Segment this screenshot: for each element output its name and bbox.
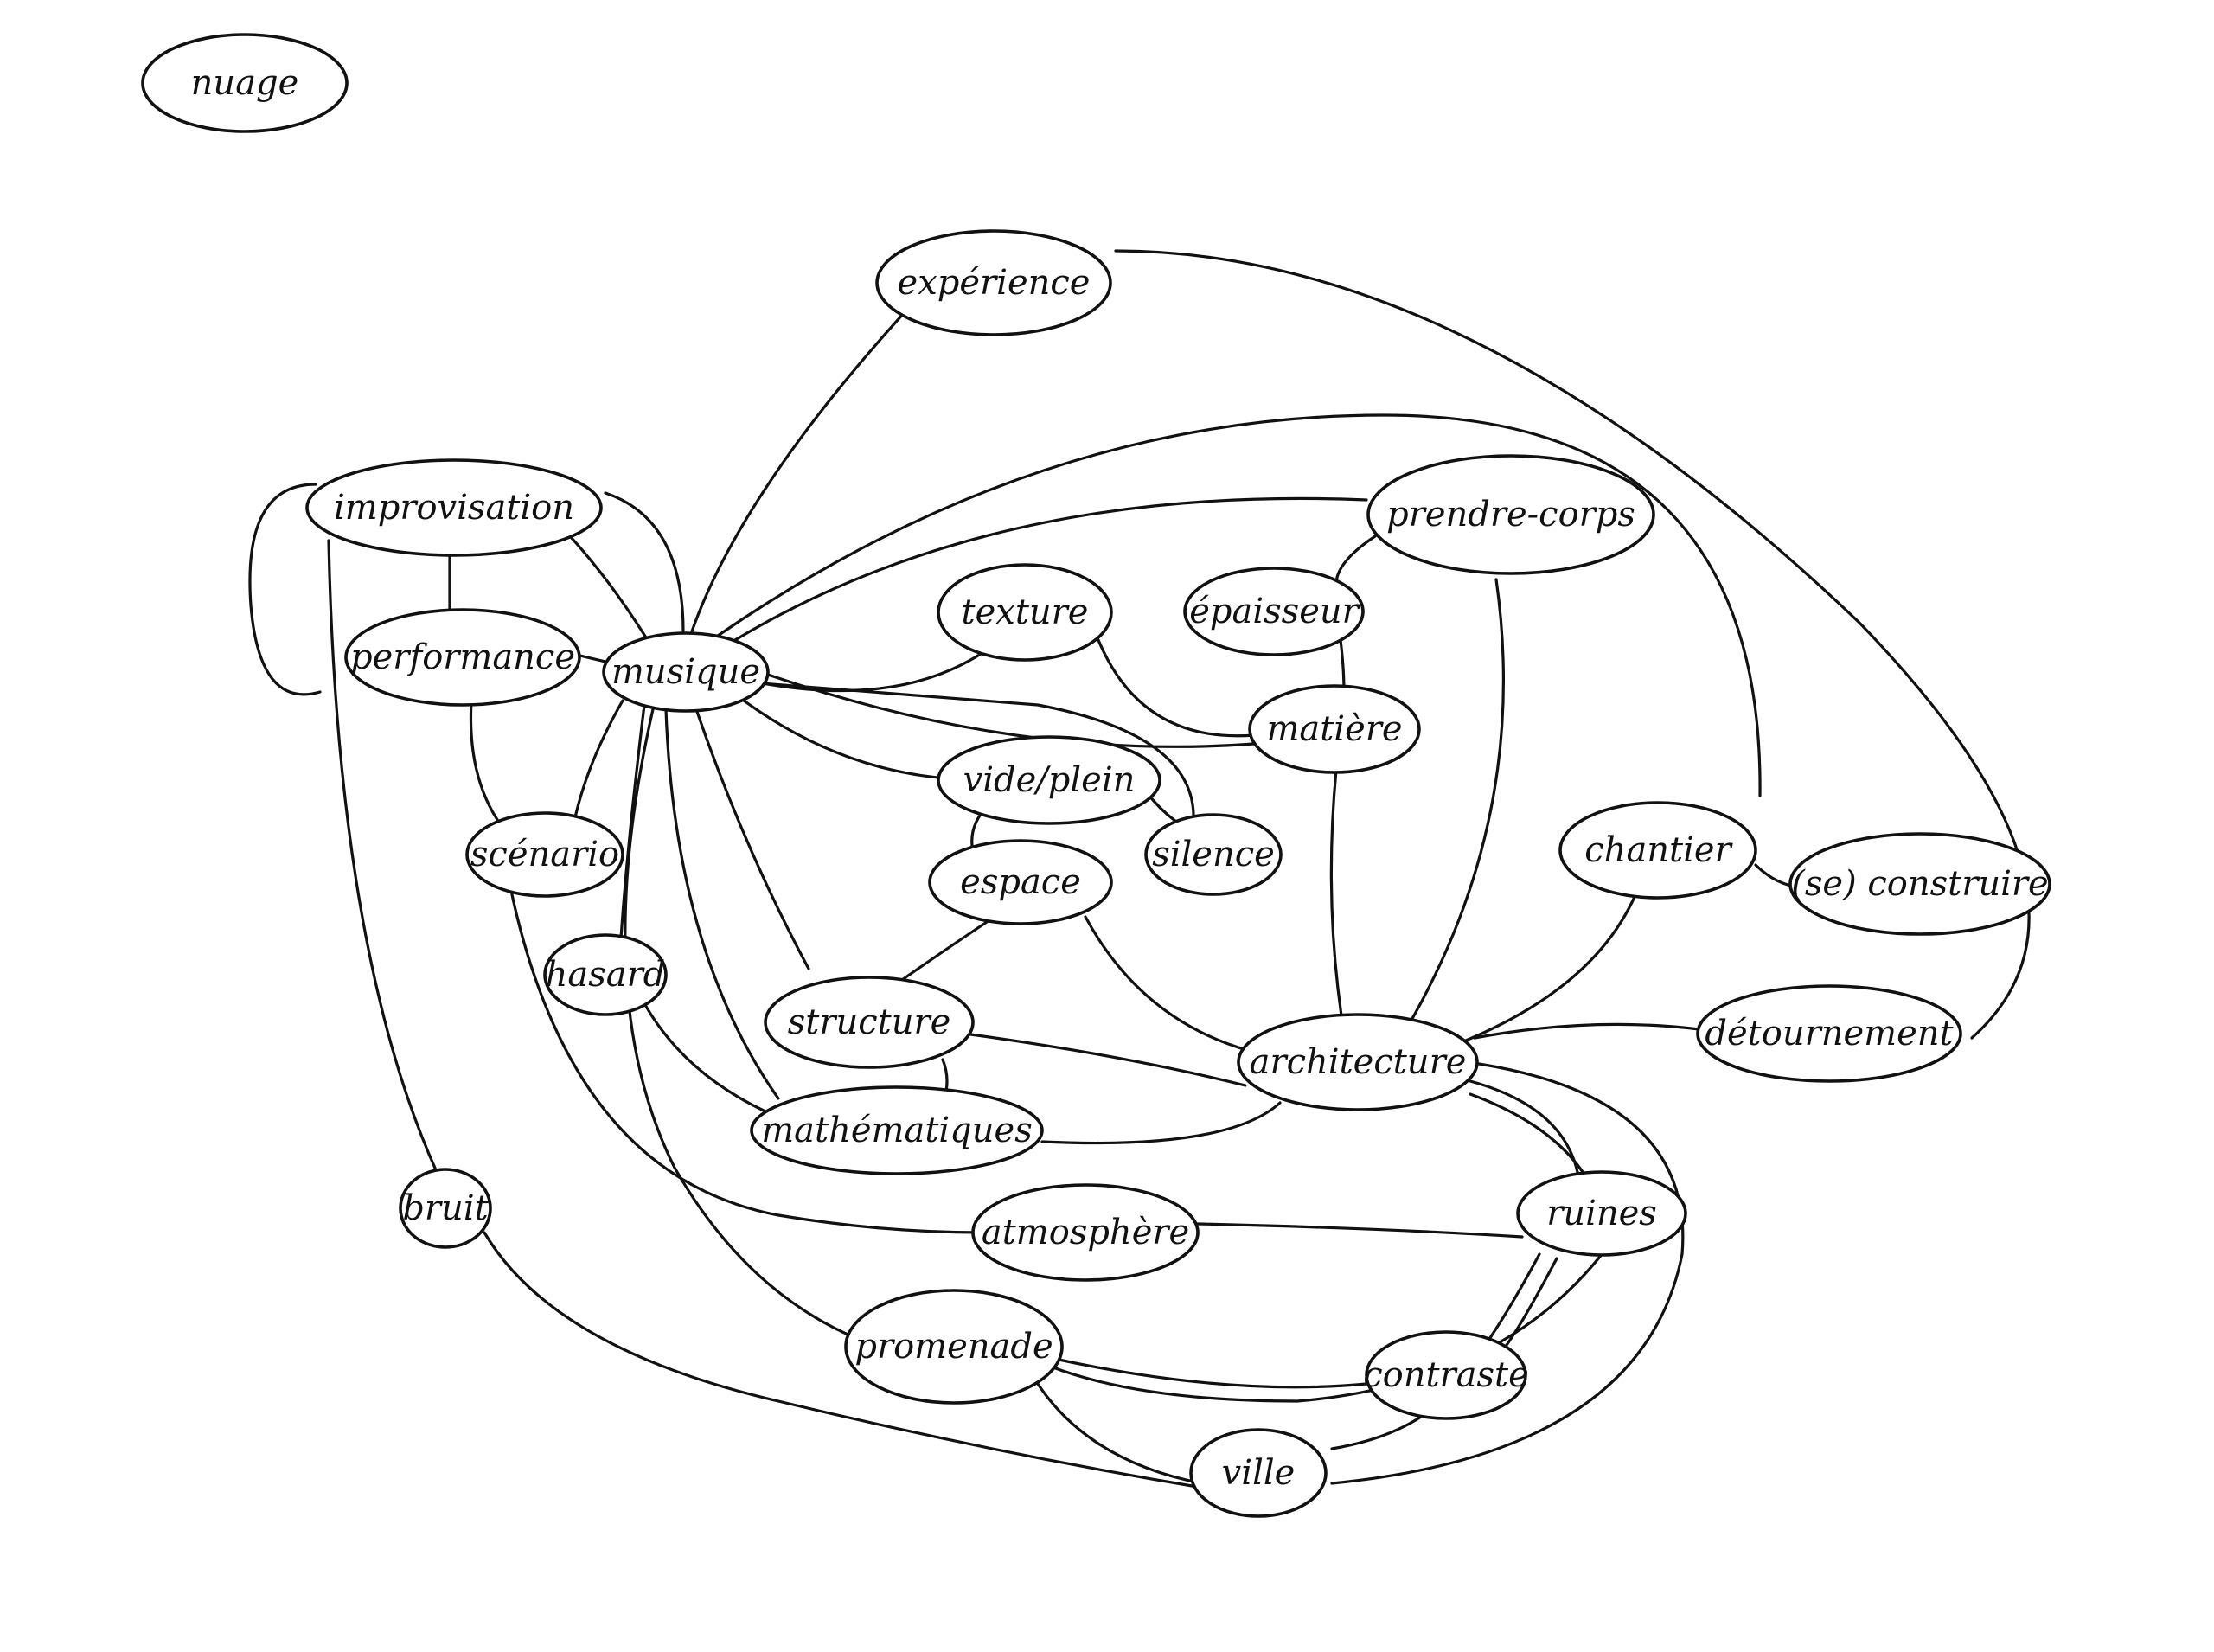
node-promenade[interactable]: promenade xyxy=(844,1289,1064,1405)
node-label-detournement: détournement xyxy=(1705,1014,1954,1053)
node-label-texture: texture xyxy=(962,592,1089,632)
node-label-silence: silence xyxy=(1152,835,1275,874)
node-scenario[interactable]: scénario xyxy=(465,811,624,898)
edge-atmosphere-ruines xyxy=(1196,1222,1524,1239)
edge-matiere-architecture xyxy=(1329,768,1347,1040)
edge-espace-structure xyxy=(898,915,996,983)
node-espace[interactable]: espace xyxy=(928,839,1113,925)
edge-experience-detournement xyxy=(1114,249,2031,1040)
node-detournement[interactable]: détournement xyxy=(1696,984,1962,1083)
node-atmosphere[interactable]: atmosphère xyxy=(971,1183,1200,1282)
node-label-ville: ville xyxy=(1222,1453,1296,1493)
node-bruit[interactable]: bruit xyxy=(399,1168,492,1249)
node-label-experience: expérience xyxy=(898,263,1091,303)
edge-performance-scenario xyxy=(469,699,503,828)
edge-architecture-ruines xyxy=(1469,1079,1580,1178)
node-label-vide-plein: vide/plein xyxy=(963,760,1136,800)
edge-musique-scenario xyxy=(573,699,624,819)
edge-bruit-ville xyxy=(483,1231,1204,1489)
edge-scenario-atmosphere xyxy=(509,885,983,1234)
node-label-structure: structure xyxy=(788,1002,951,1042)
edge-musique-experience xyxy=(690,288,927,633)
node-label-espace: espace xyxy=(960,862,1081,902)
edge-architecture-detournement xyxy=(1473,1022,1701,1040)
node-texture[interactable]: texture xyxy=(937,563,1113,662)
node-label-hasard: hasard xyxy=(546,955,666,995)
node-improvisation[interactable]: improvisation xyxy=(305,458,603,557)
connection-lines xyxy=(248,249,2031,1489)
node-label-contraste: contraste xyxy=(1363,1355,1529,1395)
edge-espace-architecture xyxy=(1084,915,1251,1053)
edge-structure-architecture xyxy=(963,1032,1247,1087)
edge-musique-prendre-corps xyxy=(733,496,1368,642)
node-structure[interactable]: structure xyxy=(764,976,975,1069)
node-nuage[interactable]: nuage xyxy=(141,33,349,133)
edge-chantier-architecture xyxy=(1460,885,1641,1044)
node-label-bruit: bruit xyxy=(402,1188,489,1228)
edge-architecture-ville xyxy=(1330,1062,1685,1485)
node-label-architecture: architecture xyxy=(1250,1042,1467,1082)
edge-epaisseur-prendre-corps xyxy=(1334,535,1377,586)
node-vide-plein[interactable]: vide/plein xyxy=(937,735,1161,825)
edge-musique-promenade xyxy=(624,708,854,1338)
node-contraste[interactable]: contraste xyxy=(1363,1330,1529,1420)
edge-hasard-mathematiques xyxy=(643,1002,767,1113)
node-label-performance: performance xyxy=(350,637,575,677)
node-label-chantier: chantier xyxy=(1584,830,1733,870)
node-matiere[interactable]: matière xyxy=(1248,684,1421,774)
edge-texture-matiere xyxy=(1097,638,1256,738)
node-label-matiere: matière xyxy=(1266,709,1402,749)
edge-silence-arc xyxy=(759,682,1195,823)
node-musique[interactable]: musique xyxy=(602,631,770,713)
node-prendre-corps[interactable]: prendre-corps xyxy=(1366,454,1655,575)
edge-musique-matiere xyxy=(766,673,1256,748)
edge-prendre-corps-architecture xyxy=(1399,578,1506,1040)
node-label-epaisseur: épaisseur xyxy=(1189,592,1360,631)
node-experience[interactable]: expérience xyxy=(875,229,1112,336)
node-label-promenade: promenade xyxy=(854,1327,1053,1367)
edge-musique-structure xyxy=(694,708,810,970)
edge-improvisation-bruit xyxy=(327,539,438,1174)
node-architecture[interactable]: architecture xyxy=(1237,1013,1479,1111)
edge-improvisation-loop xyxy=(248,483,322,696)
edge-musique-chantier xyxy=(716,413,1762,797)
node-hasard[interactable]: hasard xyxy=(543,933,668,1016)
node-label-atmosphere: atmosphère xyxy=(982,1213,1189,1252)
node-label-scenario: scénario xyxy=(470,835,619,874)
node-label-se-construire: (se) construire xyxy=(1791,864,2048,904)
node-label-prendre-corps: prendre-corps xyxy=(1386,495,1635,535)
edge-musique-mathematiques xyxy=(664,708,780,1100)
node-mathematiques[interactable]: mathématiques xyxy=(750,1085,1044,1175)
node-se-construire[interactable]: (se) construire xyxy=(1788,832,2051,936)
edge-promenade-ville xyxy=(1036,1382,1204,1485)
node-label-mathematiques: mathématiques xyxy=(761,1111,1033,1150)
node-epaisseur[interactable]: épaisseur xyxy=(1183,567,1365,656)
node-label-musique: musique xyxy=(611,652,760,692)
edge-contraste-promenade xyxy=(1049,1356,1368,1389)
edge-musique-texture xyxy=(761,643,996,693)
node-label-ruines: ruines xyxy=(1546,1194,1657,1233)
node-silence[interactable]: silence xyxy=(1144,813,1283,896)
node-ruines[interactable]: ruines xyxy=(1516,1170,1687,1257)
node-chantier[interactable]: chantier xyxy=(1558,801,1757,900)
concept-nodes: nuage expérience improvisation performan… xyxy=(141,33,2051,1518)
node-performance[interactable]: performance xyxy=(344,608,581,707)
node-ville[interactable]: ville xyxy=(1189,1428,1328,1518)
node-label-improvisation: improvisation xyxy=(334,488,574,528)
edge-improvisation-musique-arc xyxy=(604,491,685,633)
edge-mathematiques-architecture xyxy=(1040,1101,1282,1145)
node-label-nuage: nuage xyxy=(191,63,299,103)
edge-musique-vide-plein xyxy=(742,699,949,780)
